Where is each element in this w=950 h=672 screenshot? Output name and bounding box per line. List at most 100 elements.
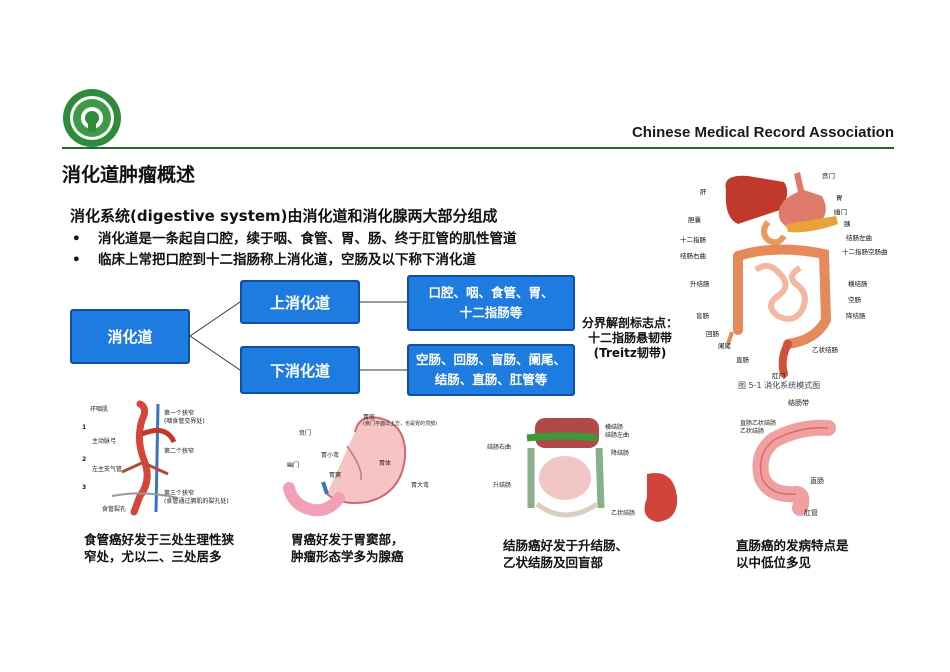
label-cardia: 贲门 — [299, 430, 312, 437]
lower-tract-box: 下消化道 — [240, 346, 360, 394]
marker-2: 2 — [82, 456, 87, 463]
colon-caption: 结肠癌好发于升结肠、 乙状结肠及回盲部 — [503, 537, 628, 571]
label-sigmoid-colon: 乙状结肠 — [812, 346, 838, 354]
label-pancreas: 胰 — [844, 220, 851, 228]
label-hepatic-flexure: 结肠右曲 — [487, 444, 512, 451]
rectum-illustration — [752, 419, 836, 516]
label-first-narrowing: 第一个狭窄 — [164, 410, 195, 417]
label-transverse-colon: 横结肠 — [605, 424, 624, 431]
label-liver: 肝 — [700, 188, 707, 196]
label-duodenojejunal-flexure: 十二指肠空肠曲 — [842, 248, 888, 256]
label-cecum: 盲肠 — [696, 312, 709, 320]
bullet-item: • 消化道是一条起自口腔，续于咽、食管、胃、肠、终于肛管的肌性管道 — [72, 229, 517, 250]
digestive-system-diagram: 贲门 肝 胃 幽门 胆囊 胰 十二指肠 结肠左曲 结肠右曲 十二指肠空肠曲 升结… — [676, 160, 906, 388]
organization-name: Chinese Medical Record Association — [631, 124, 894, 141]
marker-1: 1 — [82, 424, 87, 431]
label-splenic-flexure: 结肠左曲 — [846, 234, 872, 242]
colon-caption-line2: 乙状结肠及回盲部 — [503, 555, 604, 570]
upper-parts-box: 口腔、咽、食管、胃、十二指肠等 — [407, 275, 575, 331]
label-stomach: 胃 — [836, 194, 843, 202]
esophagus-caption-line2: 窄处，尤以二、三处居多 — [84, 549, 222, 564]
rectum-caption: 直肠癌的发病特点是 以中低位多见 — [736, 537, 849, 571]
colon-caption-line1: 结肠癌好发于升结肠、 — [503, 538, 629, 553]
upper-parts-line2: 十二指肠等 — [459, 305, 523, 320]
label-rectum: 直肠 — [810, 477, 824, 485]
label-ileum: 回肠 — [706, 330, 719, 338]
stomach-illustration — [283, 416, 407, 517]
header-divider — [62, 147, 894, 149]
bullet-marker: • — [72, 231, 81, 247]
label-duodenum: 十二指肠 — [680, 236, 706, 244]
bullet-text: 临床上常把口腔到十二指肠称上消化道，空肠及以下称下消化道 — [98, 252, 476, 268]
label-third-narrowing: 第三个狭窄 — [164, 490, 195, 497]
label-hepatic-flexure: 结肠右曲 — [680, 252, 706, 260]
bullet-marker: • — [72, 252, 81, 268]
bullet-text: 消化道是一条起自口腔，续于咽、食管、胃、肠、终于肛管的肌性管道 — [98, 231, 517, 247]
label-descending-colon: 降结肠 — [846, 312, 866, 320]
bullet-list: • 消化道是一条起自口腔，续于咽、食管、胃、肠、终于肛管的肌性管道 • 临床上常把口… — [72, 229, 517, 271]
marker-3: 3 — [82, 484, 87, 491]
esophagus-caption: 食管癌好发于三处生理性狭 窄处，尤以二、三处居多 — [84, 531, 234, 565]
digestive-tract-label: 消化道 — [107, 328, 153, 346]
label-third-narrowing-note: (食管通过膈肌的裂孔处) — [164, 498, 229, 505]
label-fundus-note: (贲门平面以上方，也是胃的顶部) — [363, 421, 437, 427]
upper-parts-line1: 口腔、咽、食管、胃、 — [428, 285, 554, 300]
label-greater-curvature: 胃大弯 — [411, 482, 430, 489]
landmark-line3: (Treitz韧带) — [593, 346, 667, 360]
label-anal-canal: 肛管 — [804, 509, 818, 517]
label-descending-colon: 降结肠 — [611, 450, 630, 457]
label-aortic-arch: 主动脉弓 — [92, 438, 117, 445]
label-rectosigmoid: 直肠乙状结肠 — [740, 420, 777, 427]
treitz-landmark-note: 分界解剖标志点： 十二指肠悬韧带 (Treitz韧带) — [574, 316, 686, 361]
rectum-diagram: 结肠带 直肠乙状结肠 乙状结肠 直肠 肛管 — [740, 398, 840, 520]
landmark-line1: 分界解剖标志点： — [581, 316, 678, 330]
label-transverse-colon: 横结肠 — [848, 280, 868, 288]
label-esophageal-hiatus: 食管裂孔 — [102, 506, 127, 513]
esophagus-caption-line1: 食管癌好发于三处生理性狭 — [84, 532, 235, 547]
esophagus-illustration — [111, 400, 179, 516]
lower-parts-line1: 空肠、回肠、盲肠、阑尾、 — [415, 352, 566, 367]
esophagus-diagram: 环咽肌 第一个狭窄 (咽食管交界处) 1 主动脉弓 第二个狭窄 2 左主支气管 … — [82, 400, 252, 518]
bullet-item: • 临床上常把口腔到十二指肠称上消化道，空肠及以下称下消化道 — [72, 250, 517, 271]
label-pylorus: 幽门 — [834, 208, 847, 216]
label-first-narrowing-note: (咽食管交界处) — [164, 418, 205, 425]
label-cricopharyngeus: 环咽肌 — [90, 406, 109, 413]
stomach-diagram: 胃底 (贲门平面以上方，也是胃的顶部) 贲门 胃小弯 幽门 胃体 胃窦 胃大弯 — [283, 410, 463, 522]
stomach-caption-line2: 肿瘤形态学多为腺癌 — [291, 549, 404, 564]
slide-title: 消化道肿瘤概述 — [62, 164, 196, 186]
label-ascending-colon: 升结肠 — [493, 482, 512, 489]
upper-tract-box: 上消化道 — [240, 280, 360, 324]
label-fundus: 胃底 — [363, 414, 376, 421]
lower-parts-line2: 结肠、直肠、肛管等 — [434, 372, 548, 387]
label-body: 胃体 — [379, 460, 392, 467]
digestive-tract-box: 消化道 — [70, 309, 190, 364]
label-lesser-curvature: 胃小弯 — [321, 452, 340, 459]
lower-tract-label: 下消化道 — [269, 361, 330, 380]
slide-subtitle: 消化系统(digestive system)由消化道和消化腺两大部分组成 — [70, 207, 498, 225]
stomach-caption: 胃癌好发于胃窦部， 肿瘤形态学多为腺癌 — [291, 531, 404, 565]
label-colon-band: 结肠带 — [788, 399, 809, 407]
upper-tract-label: 上消化道 — [269, 293, 330, 312]
label-rectum: 直肠 — [736, 356, 749, 364]
label-left-bronchus: 左主支气管 — [92, 466, 123, 473]
colon-illustration — [526, 418, 678, 522]
label-gallbladder: 胆囊 — [688, 216, 701, 224]
label-sigmoid: 乙状结肠 — [740, 428, 765, 435]
system-diagram-caption: 图 5-1 消化系统模式图 — [738, 381, 821, 390]
label-anus: 肛门 — [772, 372, 785, 380]
colon-diagram: 结肠右曲 横结肠 结肠左曲 升结肠 降结肠 乙状结肠 — [487, 408, 697, 528]
rectum-caption-line2: 以中低位多见 — [736, 555, 812, 570]
label-cardia: 贲门 — [822, 172, 835, 180]
label-second-narrowing: 第二个狭窄 — [164, 448, 195, 455]
label-pylorus: 幽门 — [287, 462, 300, 469]
lower-parts-box: 空肠、回肠、盲肠、阑尾、结肠、直肠、肛管等 — [407, 344, 575, 396]
label-splenic-flexure: 结肠左曲 — [605, 432, 630, 439]
label-jejunum: 空肠 — [848, 296, 861, 304]
landmark-line2: 十二指肠悬韧带 — [587, 331, 672, 345]
digestive-system-illustration — [725, 172, 838, 378]
stomach-caption-line1: 胃癌好发于胃窦部， — [291, 532, 404, 547]
association-logo — [63, 89, 121, 147]
rectum-caption-line1: 直肠癌的发病特点是 — [736, 538, 849, 553]
label-ascending-colon: 升结肠 — [690, 280, 710, 288]
label-antrum: 胃窦 — [329, 472, 342, 479]
